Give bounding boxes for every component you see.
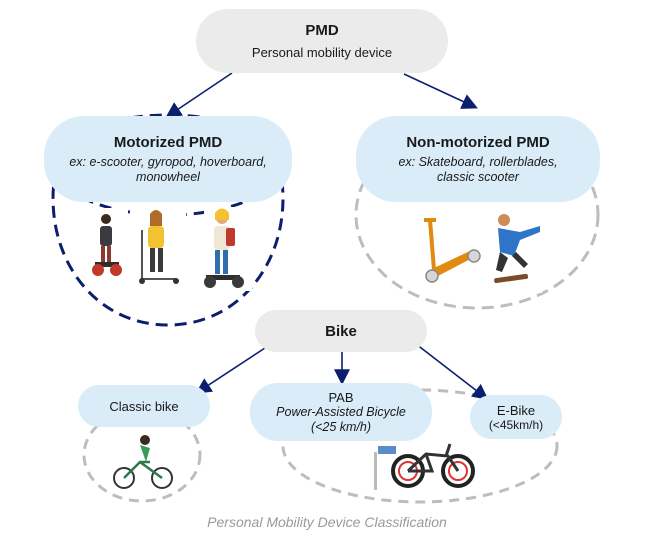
classic-bike-illustration (113, 432, 173, 492)
arrow-bike-to-ebike (415, 343, 489, 400)
bike-node: Bike (255, 310, 427, 352)
e-scooter-rider-illustration (134, 208, 186, 288)
ebike-node: E-Bike (<45km/h) (470, 395, 562, 439)
motorized-pmd-node: Motorized PMD ex: e-scooter, gyropod, ho… (44, 116, 292, 202)
skateboarder-illustration (490, 207, 542, 293)
motorized-pmd-title: Motorized PMD (113, 133, 223, 151)
non-motorized-pmd-title: Non-motorized PMD (406, 133, 550, 151)
pab-title: PAB (328, 389, 354, 405)
pab-node: PAB Power-Assisted Bicycle (<25 km/h) (250, 383, 432, 441)
classic-bike-node: Classic bike (78, 385, 210, 427)
hoverboard-rider-illustration (92, 208, 128, 288)
ebike-illustration (372, 436, 484, 494)
arrow-pmd-to-motorized (165, 72, 233, 118)
arrow-pmd-to-non-motorized (403, 73, 478, 109)
pab-speed: (<25 km/h) (310, 419, 372, 434)
bike-title: Bike (325, 322, 357, 340)
classic-scooter-illustration (424, 218, 481, 283)
arrow-bike-to-classic (195, 345, 269, 394)
ebike-group-outline (281, 388, 559, 504)
motorized-pmd-examples: ex: e-scooter, gyropod, hoverboard, mono… (69, 154, 267, 184)
non-motorized-pmd-examples: ex: Skateboard, rollerblades, classic sc… (398, 154, 558, 184)
ebike-speed: (<45km/h) (488, 417, 544, 432)
non-motorized-pmd-node: Non-motorized PMD ex: Skateboard, roller… (356, 116, 600, 202)
diagram-caption: Personal Mobility Device Classification (207, 514, 447, 530)
motorized-group-outline (51, 167, 285, 327)
pmd-subtitle: Personal mobility device (251, 45, 393, 60)
ebike-title: E-Bike (496, 402, 536, 418)
pmd-title: PMD (305, 22, 339, 39)
pab-full-name: Power-Assisted Bicycle (276, 404, 406, 419)
classic-bike-title: Classic bike (109, 398, 179, 414)
gyropod-rider-illustration (204, 207, 252, 291)
pmd-node: PMD Personal mobility device (196, 9, 448, 73)
